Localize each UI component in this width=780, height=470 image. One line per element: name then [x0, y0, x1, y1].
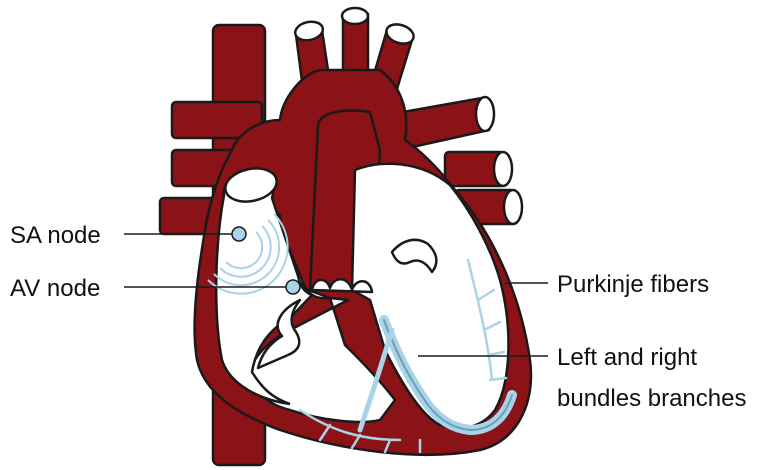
aortic-branch-2-opening — [342, 8, 368, 24]
purkinje-fibers-label: Purkinje fibers — [557, 271, 709, 298]
bundle-branches-label-line2: bundles branches — [557, 385, 746, 412]
pulmonary-artery-opening — [476, 97, 494, 131]
sa-node — [232, 227, 246, 241]
sa-node-label: SA node — [10, 222, 101, 249]
aortic-valve-cusps — [312, 279, 372, 292]
bundle-branches-label-line1: Left and right — [557, 344, 697, 371]
pulmonary-vein-4-opening — [494, 152, 512, 186]
av-node-label: AV node — [10, 275, 100, 302]
av-node — [286, 280, 300, 294]
pulmonary-vein-5-opening — [504, 190, 522, 224]
